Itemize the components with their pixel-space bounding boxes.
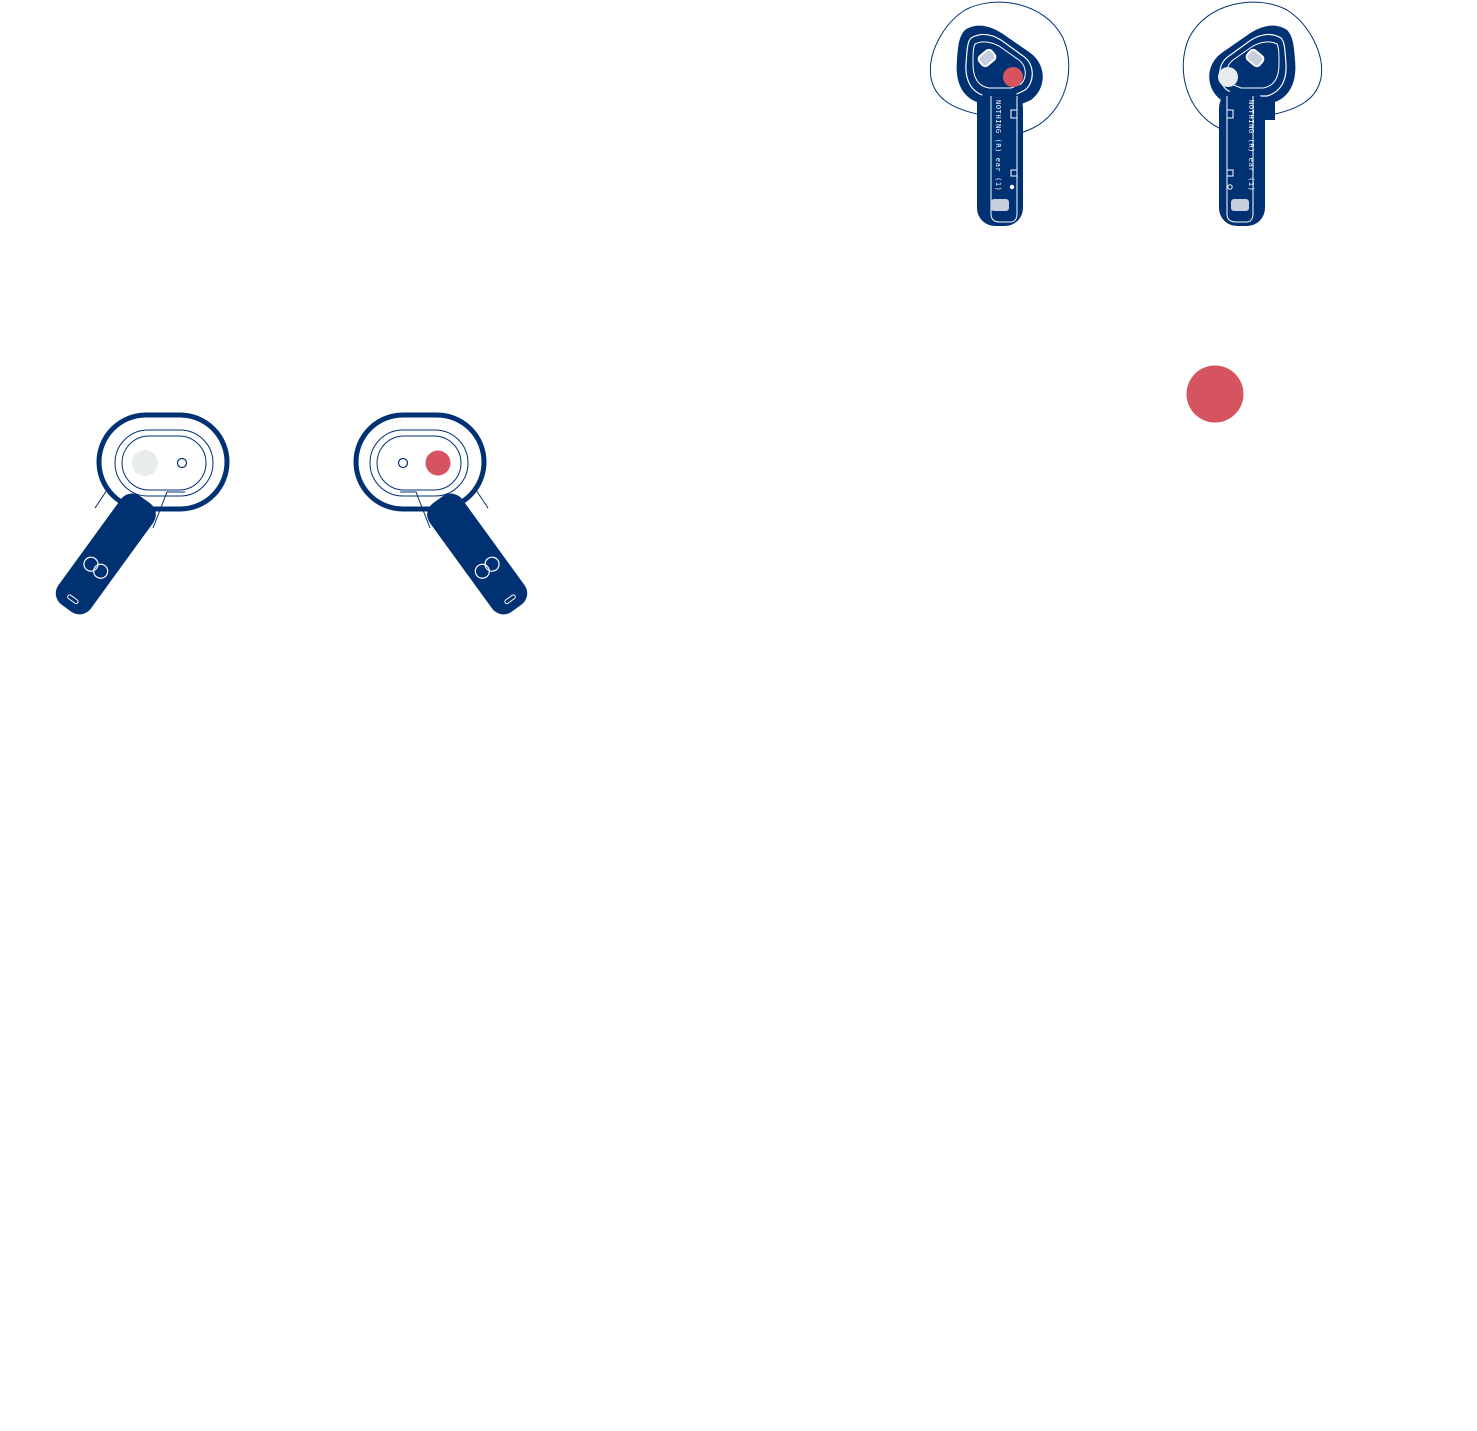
bud-stem-group (55, 493, 156, 615)
ear-tip-outline-left (929, 9, 978, 115)
bud-head (956, 25, 1043, 120)
stem-notch (1010, 109, 1017, 119)
standalone-indicator (1186, 365, 1244, 423)
earbud-top-left-side: NOTHING (R) ear (1) (1167, 0, 1327, 232)
indicator-dot (1003, 67, 1023, 87)
speaker-grille (1245, 48, 1265, 68)
earbud-drawing: NOTHING (R) ear (1) (929, 1, 1070, 226)
stem-mic-1 (83, 556, 99, 572)
bud-stem (55, 493, 156, 615)
stem-text: NOTHING (R) ear (1) (994, 100, 1002, 191)
mic-hole (1009, 184, 1015, 190)
stem-slot (67, 594, 79, 605)
stem-mic-2 (93, 563, 109, 579)
collar-line (475, 489, 489, 509)
bud-stem-group (427, 493, 528, 615)
stem-notch-2 (1010, 169, 1017, 177)
indicator-dot (1218, 67, 1238, 87)
bud-head-ring-inner (121, 435, 207, 491)
stem-grille (991, 199, 1009, 211)
stem-outline (1226, 96, 1254, 223)
mic-hole (1227, 184, 1233, 190)
stem-mic-2 (484, 556, 500, 572)
stem-grille (1231, 199, 1249, 211)
earbud-side-drawing (55, 412, 230, 615)
bud-head-inner-2 (1226, 41, 1280, 89)
collar-line (94, 489, 108, 509)
speaker-grille (977, 48, 997, 68)
collar-line-2 (400, 491, 431, 529)
indicator-dot (132, 450, 158, 476)
stem-slot (504, 594, 516, 605)
sensor-hole (397, 457, 409, 469)
bud-stem (427, 493, 528, 615)
collar-line-2 (152, 491, 185, 529)
bud-head-outer (96, 412, 230, 512)
bud-head-ring (114, 429, 214, 497)
bud-head-inner (965, 33, 1033, 97)
sensor-hole (176, 457, 188, 469)
stem-notch (1227, 109, 1234, 119)
stem-outline (990, 96, 1018, 223)
earbud-top-right-side: NOTHING (R) ear (1) (925, 0, 1085, 232)
stem-notch-2 (1227, 169, 1234, 177)
indicator-dot (425, 450, 451, 476)
ear-tip-outline-right (1274, 9, 1323, 115)
stem-text: NOTHING (R) ear (1) (1247, 100, 1255, 191)
earbud-side-drawing (353, 412, 528, 615)
bud-stem (977, 90, 1023, 226)
earbud-drawing: NOTHING (R) ear (1) (1182, 1, 1323, 226)
bud-head-ring (369, 429, 469, 497)
bud-head-ring-inner (376, 435, 462, 491)
earbud-bottom-left (45, 408, 235, 618)
bud-head-outer (353, 412, 487, 512)
earbud-bottom-right (350, 408, 540, 618)
stem-mic-1 (474, 563, 490, 579)
red-indicator-dot (1186, 365, 1244, 423)
